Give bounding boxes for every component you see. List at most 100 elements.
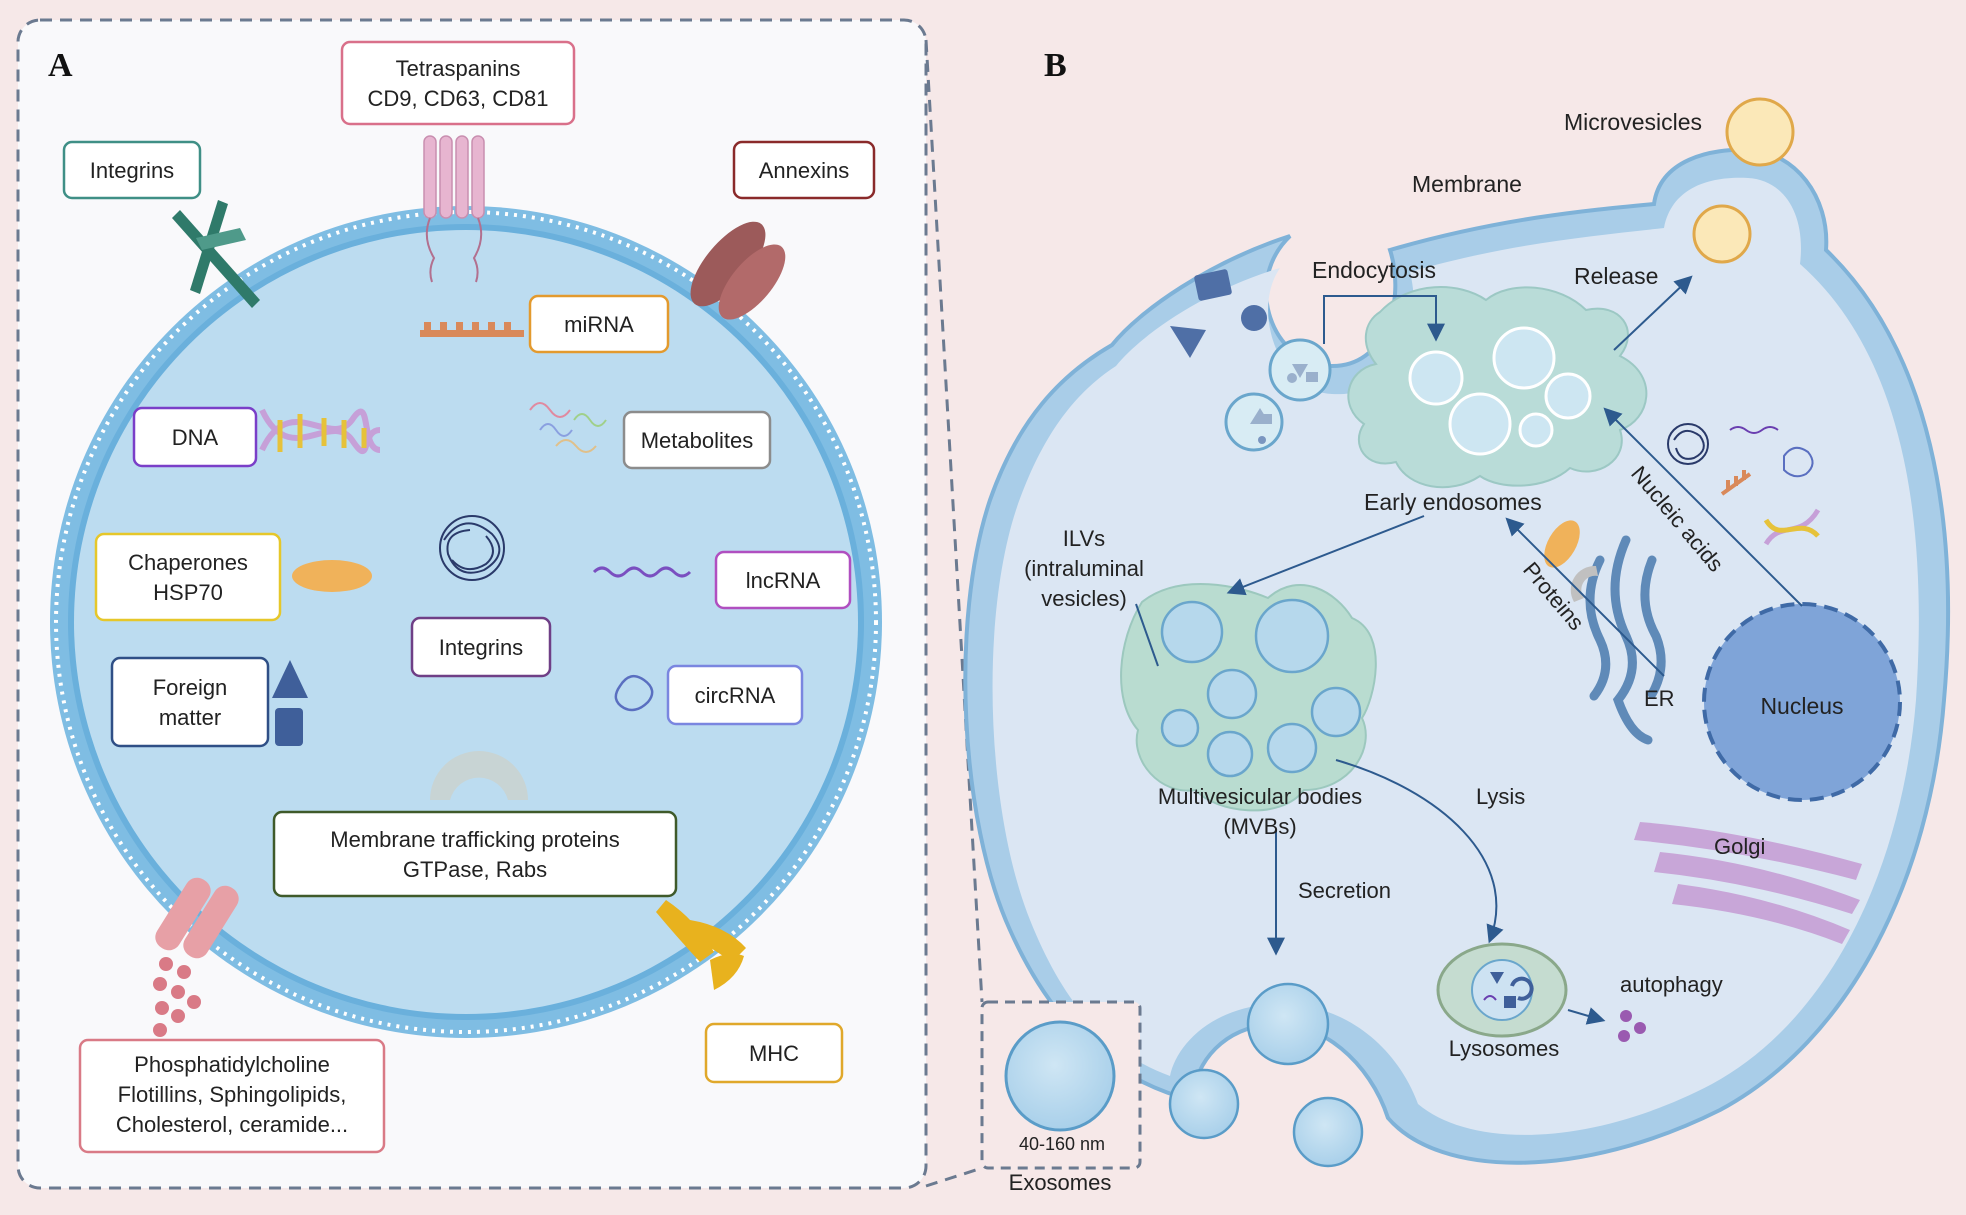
lysosome-core bbox=[1471, 959, 1533, 1021]
mvb-ilvs bbox=[1160, 598, 1362, 778]
autophagy-particles bbox=[1618, 1010, 1646, 1042]
foreign-matter-icon bbox=[272, 660, 308, 746]
endosome-vesicles bbox=[1408, 326, 1592, 456]
label-lncrna: lncRNA bbox=[714, 550, 852, 610]
svg-text:GTPase, Rabs: GTPase, Rabs bbox=[403, 857, 547, 882]
lipid-raft-icon bbox=[153, 877, 239, 1037]
panel-b-letter: B bbox=[1044, 47, 1067, 84]
label-chaperones: Chaperones HSP70 bbox=[94, 532, 282, 622]
arrow-proteins bbox=[1505, 517, 1665, 677]
exosomes-label: Exosomes bbox=[1009, 1170, 1112, 1195]
released-exosomes bbox=[1168, 982, 1364, 1168]
circrna-icon bbox=[614, 674, 654, 712]
er-icon bbox=[1585, 535, 1666, 745]
label-metabolites: Metabolites bbox=[622, 410, 772, 470]
svg-text:Membrane trafficking proteins: Membrane trafficking proteins bbox=[330, 827, 619, 852]
golgi-label: Golgi bbox=[1714, 834, 1765, 859]
pathway-arrows bbox=[1135, 275, 1803, 1025]
exosome-membrane-dots bbox=[54, 210, 878, 1034]
ilvs-label-3: vesicles) bbox=[1041, 586, 1127, 611]
arrow-release bbox=[1613, 275, 1693, 351]
svg-text:Phosphatidylcholine: Phosphatidylcholine bbox=[134, 1052, 330, 1077]
ilv-pointer bbox=[1135, 603, 1159, 667]
protein-gray-icon bbox=[1570, 565, 1598, 602]
label-annexins: Annexins bbox=[732, 140, 876, 200]
release-label: Release bbox=[1574, 263, 1658, 289]
annexin-icon bbox=[690, 221, 786, 320]
svg-text:CD9, CD63, CD81: CD9, CD63, CD81 bbox=[368, 86, 549, 111]
cargo-triangle-icon bbox=[1170, 326, 1206, 358]
mhc-icon bbox=[656, 900, 746, 990]
lysosome-cargo bbox=[1483, 972, 1534, 1008]
cargo-square-icon bbox=[1194, 269, 1232, 301]
protein-orange-icon bbox=[1544, 520, 1580, 568]
arrow-nucleic-acids bbox=[1603, 407, 1803, 607]
svg-text:Tetraspanins: Tetraspanins bbox=[396, 56, 521, 81]
microvesicles-label: Microvesicles bbox=[1564, 109, 1702, 135]
svg-text:Flotillins, Sphingolipids,: Flotillins, Sphingolipids, bbox=[118, 1082, 347, 1107]
svg-text:Integrins: Integrins bbox=[90, 158, 174, 183]
endocytic-vesicle-1 bbox=[1224, 392, 1284, 452]
label-mirna: miRNA bbox=[528, 294, 670, 354]
nucleus bbox=[1702, 602, 1902, 802]
exosome-size-label: 40-160 nm bbox=[1019, 1134, 1105, 1154]
trafficking-protein-icon bbox=[430, 751, 528, 800]
exosome-inset-vesicle bbox=[1004, 1020, 1116, 1132]
svg-text:miRNA: miRNA bbox=[564, 312, 634, 337]
integrin-icon bbox=[172, 200, 260, 308]
endocytosis-label: Endocytosis bbox=[1312, 257, 1436, 283]
chaperone-icon bbox=[292, 560, 372, 592]
early-endosome bbox=[1347, 286, 1648, 489]
lysosomes-label: Lysosomes bbox=[1449, 1036, 1559, 1061]
label-integrins-inner: Integrins bbox=[410, 616, 552, 678]
mvbs-label-2: (MVBs) bbox=[1223, 814, 1296, 839]
dna-icon bbox=[259, 408, 381, 455]
svg-text:Annexins: Annexins bbox=[759, 158, 850, 183]
svg-text:Integrins: Integrins bbox=[439, 635, 523, 660]
cargo-dot-icon bbox=[1241, 305, 1267, 331]
arrow-autophagy bbox=[1567, 1007, 1606, 1025]
label-dna: DNA bbox=[132, 406, 258, 468]
svg-text:Foreign: Foreign bbox=[153, 675, 228, 700]
arrow-to-mvb bbox=[1226, 515, 1425, 596]
autophagy-label: autophagy bbox=[1620, 972, 1723, 997]
svg-text:Metabolites: Metabolites bbox=[641, 428, 754, 453]
panel-a-letter: A bbox=[48, 47, 73, 84]
svg-text:Chaperones: Chaperones bbox=[128, 550, 248, 575]
mirna-icon bbox=[420, 322, 524, 337]
label-circrna: circRNA bbox=[666, 664, 804, 726]
label-tetraspanins: Tetraspanins CD9, CD63, CD81 bbox=[340, 40, 576, 126]
label-integrins-top: Integrins bbox=[62, 140, 202, 200]
membrane-label: Membrane bbox=[1412, 171, 1522, 197]
label-lipids: Phosphatidylcholine Flotillins, Sphingol… bbox=[78, 1038, 386, 1154]
golgi-icon bbox=[1634, 822, 1862, 944]
svg-text:Cholesterol, ceramide...: Cholesterol, ceramide... bbox=[116, 1112, 348, 1137]
svg-text:DNA: DNA bbox=[172, 425, 219, 450]
label-foreign-matter: Foreign matter bbox=[110, 656, 270, 748]
tetraspanin-icon bbox=[423, 135, 485, 283]
arrow-endocytosis bbox=[1323, 295, 1445, 344]
secretion-label: Secretion bbox=[1298, 878, 1391, 903]
zoom-line-top bbox=[924, 39, 984, 1003]
mvbs-label-1: Multivesicular bodies bbox=[1158, 784, 1362, 809]
svg-text:matter: matter bbox=[159, 705, 221, 730]
metabolites-icon bbox=[529, 402, 607, 453]
microvesicle-budding bbox=[1692, 204, 1752, 264]
lysis-label: Lysis bbox=[1476, 784, 1525, 809]
microvesicle-outer bbox=[1725, 97, 1795, 167]
early-endosomes-label: Early endosomes bbox=[1364, 489, 1542, 515]
lncrna-icon bbox=[592, 566, 692, 578]
label-mhc: MHC bbox=[704, 1022, 844, 1084]
arrow-lysis bbox=[1335, 759, 1504, 944]
ilvs-label-1: ILVs bbox=[1063, 526, 1105, 551]
svg-text:MHC: MHC bbox=[749, 1041, 799, 1066]
svg-text:lncRNA: lncRNA bbox=[746, 568, 821, 593]
label-trafficking: Membrane trafficking proteins GTPase, Ra… bbox=[272, 810, 678, 898]
ilvs-label-2: (intraluminal bbox=[1024, 556, 1144, 581]
zoom-line-bottom bbox=[925, 1166, 983, 1188]
nucleus-label: Nucleus bbox=[1760, 693, 1843, 719]
er-label: ER bbox=[1644, 686, 1675, 711]
protein-tangle-icon bbox=[439, 515, 505, 581]
